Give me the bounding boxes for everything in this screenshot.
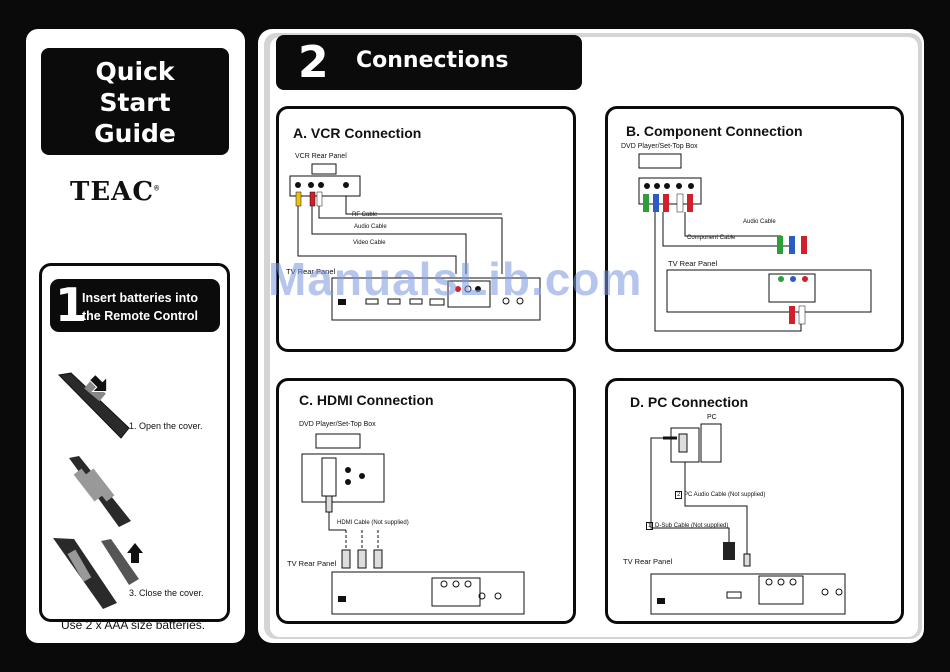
battery-note: Use 2 x AAA size batteries. [61,618,206,632]
component-diagram [638,153,872,332]
component-cable-label: Component Cable [687,235,736,241]
step1-caption-1: 1. Open the cover. [129,421,203,431]
connections-title: Connections [356,48,509,73]
pc-device-label: PC [707,414,717,421]
watermark: ManualsLib.com [268,253,643,305]
remote-illustrations [53,372,143,609]
pc-dsub-cable-label: 1 D-Sub Cable (Not supplied) [646,522,729,530]
component-audio-cable-label: Audio Cable [743,219,776,225]
hdmi-cable-label: HDMI Cable (Not supplied) [337,520,409,526]
hdmi-device-label: DVD Player/Set-Top Box [299,421,376,428]
pc-tv-rear-panel-label: TV Rear Panel [623,557,673,566]
hdmi-title: C. HDMI Connection [299,392,434,408]
step1-box: 1 Insert batteries into the Remote Contr… [39,263,230,632]
pc-diagram [650,423,846,615]
step1-title: Insert batteries into the Remote Control [82,291,198,323]
hdmi-tv-rear-panel-label: TV Rear Panel [287,559,337,568]
pc-audio-cable-label: 2 PC Audio Cable (Not supplied) [675,491,766,499]
connections-number: 2 [298,37,329,88]
left-panel: Quick Start Guide TEAC® 1 Insert batteri… [26,29,245,643]
vcr-video-cable-label: Video Cable [353,240,386,246]
pc-connection-box [605,378,904,624]
vcr-connection-box [276,106,576,352]
component-tv-rear-panel-label: TV Rear Panel [668,259,718,268]
step1-caption-3: 3. Close the cover. [129,588,204,598]
title-line-2: Start [99,88,171,117]
component-device-label: DVD Player/Set-Top Box [621,143,698,150]
pc-title: D. PC Connection [630,394,749,410]
remote-open-cover [57,372,130,439]
quick-start-title: Quick Start Guide [41,48,229,155]
vcr-tv-rear-panel-label: TV Rear Panel [286,267,336,276]
rf-cable-label: RF Cable [352,212,378,218]
vcr-rear-panel-label: VCR Rear Panel [295,153,347,160]
vcr-title: A. VCR Connection [293,125,422,141]
hdmi-diagram [301,433,525,615]
title-line-1: Quick [95,57,175,86]
brand-logo: TEAC® [70,177,161,207]
component-title: B. Component Connection [626,123,803,139]
step1-header: 1 Insert batteries into the Remote Contr… [50,278,220,332]
remote-batteries [69,456,131,527]
step1-number: 1 [55,278,88,332]
remote-close-cover [53,538,143,609]
connections-header: 2 Connections [276,35,582,90]
vcr-audio-cable-label: Audio Cable [354,224,387,230]
vcr-diagram [289,163,541,321]
title-line-3: Guide [94,119,176,148]
